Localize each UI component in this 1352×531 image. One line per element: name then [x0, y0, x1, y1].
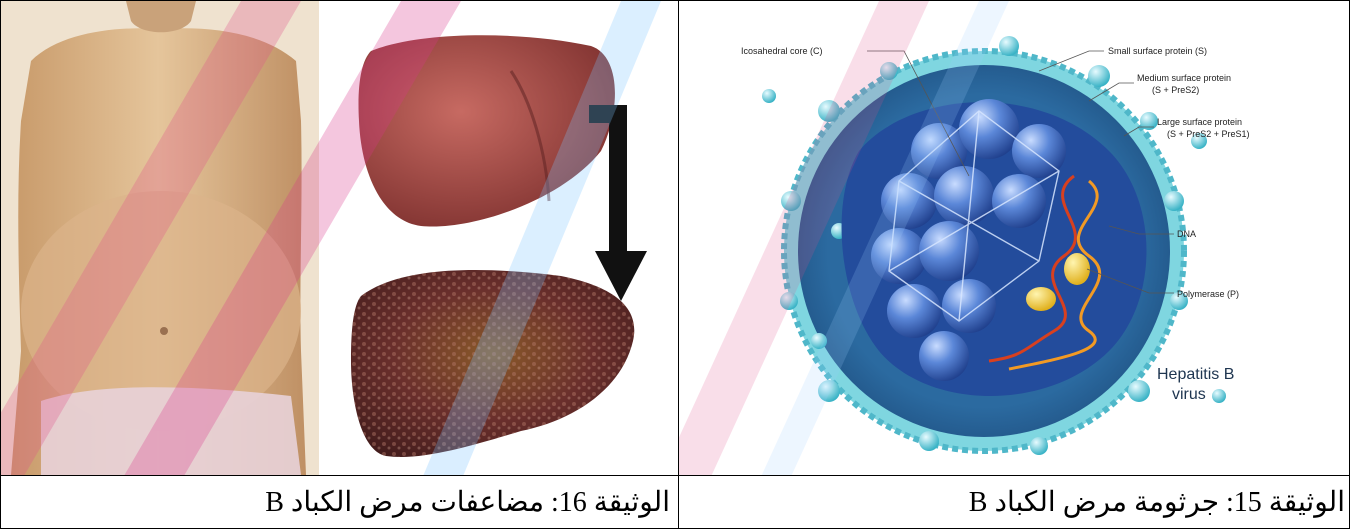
label-large-surface-protein: Large surface protein [1157, 117, 1242, 127]
label-medium-surface-protein: Medium surface protein [1137, 73, 1231, 83]
label-medium-surface-protein-detail: (S + PreS2) [1152, 85, 1199, 95]
hepatitis-b-virus-diagram: Icosahedral core (C) Small surface prote… [679, 1, 1351, 475]
diagram-title-line2: virus [1172, 386, 1206, 403]
label-small-surface-protein: Small surface protein (S) [1108, 46, 1207, 56]
label-icosahedral-core: Icosahedral core (C) [741, 46, 823, 56]
caption-document-15: الوثيقة 15: جرثومة مرض الكباد B [679, 476, 1351, 530]
label-dna: DNA [1177, 229, 1196, 239]
caption-document-16: الوثيقة 16: مضاعفات مرض الكباد B [1, 476, 678, 530]
label-polymerase: Polymerase (P) [1177, 289, 1239, 299]
complications-figure [1, 1, 678, 475]
complications-illustration [1, 1, 678, 475]
label-large-surface-protein-detail: (S + PreS2 + PreS1) [1167, 129, 1250, 139]
polymerase-protein [1064, 253, 1090, 285]
diagram-title-line1: Hepatitis B [1157, 366, 1234, 383]
virus-figure: Icosahedral core (C) Small surface prote… [679, 1, 1351, 475]
